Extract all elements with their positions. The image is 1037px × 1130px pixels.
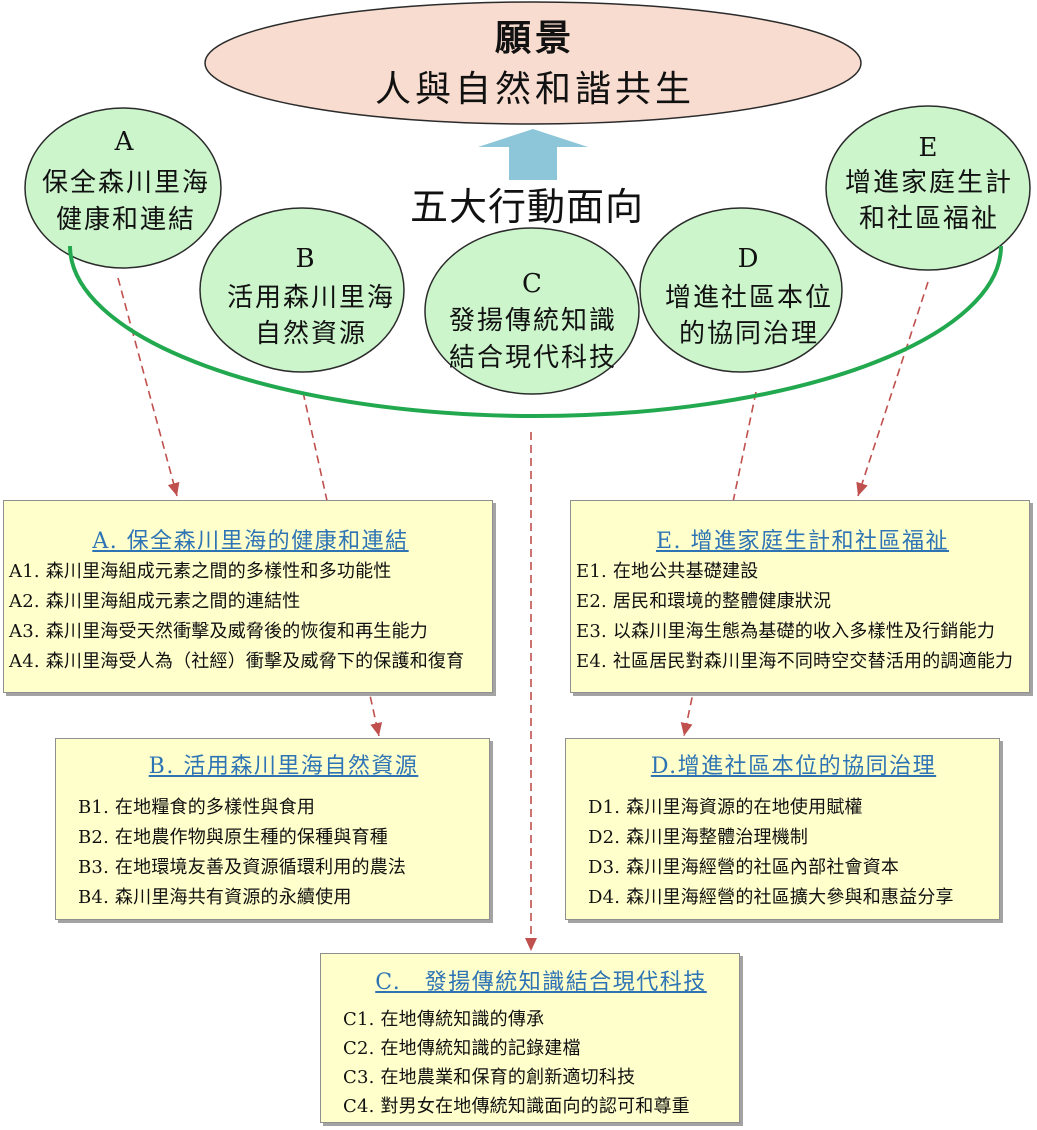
up-arrow-icon <box>478 129 588 180</box>
action-circle-e: E 增進家庭生計 和社區福祉 <box>825 105 1031 271</box>
box-b-item-3: B3. 在地環境友善及資源循環利用的農法 <box>78 857 407 878</box>
box-d-item-3: D3. 森川里海經營的社區內部社會資本 <box>588 857 900 878</box>
box-d-title: D.增進社區本位的協同治理 <box>650 754 937 779</box>
box-d-items: D1. 森川里海資源的在地使用賦權 D2. 森川里海整體治理機制 D3. 森川里… <box>588 793 999 913</box>
box-c-items: C1. 在地傳統知識的傳承 C2. 在地傳統知識的記錄建檔 C3. 在地農業和保… <box>343 1005 739 1121</box>
circle-e-line1: 增進家庭生計 <box>845 168 1013 198</box>
connector-a-to-box-a <box>117 277 180 497</box>
detail-box-b: B. 活用森川里海自然資源 B1. 在地糧食的多樣性與食用 B2. 在地農作物與… <box>55 738 490 920</box>
box-e-item-1: E1. 在地公共基礎建設 <box>576 561 759 582</box>
box-a-item-3: A3. 森川里海受天然衝擊及威脅後的恢復和再生能力 <box>9 621 428 642</box>
box-c-item-1: C1. 在地傳統知識的傳承 <box>343 1009 545 1030</box>
vision-ellipse <box>204 1 862 125</box>
box-b-title: B. 活用森川里海自然資源 <box>148 754 419 779</box>
detail-box-e: E. 增進家庭生計和社區福祉 E1. 在地公共基礎建設 E2. 居民和環境的整體… <box>570 500 1030 693</box>
five-action-label: 五大行動面向 <box>410 185 644 229</box>
box-a-items: A1. 森川里海組成元素之間的多樣性和多功能性 A2. 森川里海組成元素之間的連… <box>9 557 492 677</box>
circle-d-shape <box>639 207 843 373</box>
box-b-item-2: B2. 在地農作物與原生種的保種與育種 <box>78 827 388 848</box>
action-circle-d: D 增進社區本位 的協同治理 <box>639 207 843 373</box>
circle-e-letter: E <box>919 133 938 163</box>
box-c-item-2: C2. 在地傳統知識的記錄建檔 <box>343 1038 581 1059</box>
circle-c-line2: 結合現代科技 <box>449 343 617 373</box>
circle-d-letter: D <box>738 244 759 274</box>
circle-e-line2: 和社區福祉 <box>859 204 999 234</box>
circle-c-shape <box>424 227 640 395</box>
box-a-item-2: A2. 森川里海組成元素之間的連結性 <box>9 591 301 612</box>
box-d-item-4: D4. 森川里海經營的社區擴大參與和惠益分享 <box>588 887 954 908</box>
box-c-item-3: C3. 在地農業和保育的創新適切科技 <box>343 1067 636 1088</box>
action-circle-b: B 活用森川里海 自然資源 <box>199 207 405 373</box>
box-e-items: E1. 在地公共基礎建設 E2. 居民和環境的整體健康狀況 E3. 以森川里海生… <box>576 557 1029 677</box>
circle-b-line1: 活用森川里海 <box>227 283 395 313</box>
box-a-item-1: A1. 森川里海組成元素之間的多樣性和多功能性 <box>9 561 392 582</box>
vision-ellipse-group: 願景 人與自然和諧共生 <box>204 1 862 125</box>
box-c-item-4: C4. 對男女在地傳統知識面向的認可和尊重 <box>343 1096 690 1117</box>
circle-a-letter: A <box>114 127 135 157</box>
box-b-item-4: B4. 森川里海共有資源的永續使用 <box>78 887 352 908</box>
box-b-items: B1. 在地糧食的多樣性與食用 B2. 在地農作物與原生種的保種與育種 B3. … <box>78 793 489 913</box>
circle-c-letter: C <box>522 269 542 299</box>
vision-title: 願景 <box>495 17 575 59</box>
vision-subtitle: 人與自然和諧共生 <box>375 69 695 110</box>
box-e-item-3: E3. 以森川里海生態為基礎的收入多樣性及行銷能力 <box>576 621 996 642</box>
box-e-item-2: E2. 居民和環境的整體健康狀況 <box>576 591 832 612</box>
circle-e-shape <box>825 105 1031 271</box>
box-d-item-2: D2. 森川里海整體治理機制 <box>588 827 809 848</box>
green-connecting-arc <box>68 245 1003 418</box>
detail-box-a: A. 保全森川里海的健康和連結 A1. 森川里海組成元素之間的多樣性和多功能性 … <box>3 500 493 693</box>
circle-b-line2: 自然資源 <box>255 319 367 349</box>
box-a-item-4: A4. 森川里海受人為（社經）衝擊及威脅下的保護和復育 <box>9 651 465 672</box>
box-a-title: A. 保全森川里海的健康和連結 <box>92 529 409 554</box>
box-d-item-1: D1. 森川里海資源的在地使用賦權 <box>588 797 863 818</box>
circle-a-line1: 保全森川里海 <box>42 168 210 198</box>
detail-box-c: C. 發揚傳統知識結合現代科技 C1. 在地傳統知識的傳承 C2. 在地傳統知識… <box>320 953 740 1123</box>
box-c-title: C. 發揚傳統知識結合現代科技 <box>375 970 707 995</box>
connector-e-to-box-e <box>856 281 929 497</box>
circle-d-line1: 增進社區本位 <box>665 283 833 313</box>
circle-d-line2: 的協同治理 <box>679 319 819 349</box>
box-b-item-1: B1. 在地糧食的多樣性與食用 <box>78 797 316 818</box>
action-circle-c: C 發揚傳統知識 結合現代科技 <box>424 227 640 395</box>
circle-b-letter: B <box>295 244 314 274</box>
circle-b-shape <box>199 207 405 373</box>
detail-box-d: D.增進社區本位的協同治理 D1. 森川里海資源的在地使用賦權 D2. 森川里海… <box>565 738 1000 920</box>
box-e-item-4: E4. 社區居民對森川里海不同時空交替活用的調適能力 <box>576 651 1014 672</box>
box-e-title: E. 增進家庭生計和社區福祉 <box>655 529 950 554</box>
circle-c-line1: 發揚傳統知識 <box>449 306 617 336</box>
action-circle-a: A 保全森川里海 健康和連結 <box>24 107 222 269</box>
circle-a-line2: 健康和連結 <box>56 205 196 235</box>
circle-a-shape <box>24 107 222 269</box>
